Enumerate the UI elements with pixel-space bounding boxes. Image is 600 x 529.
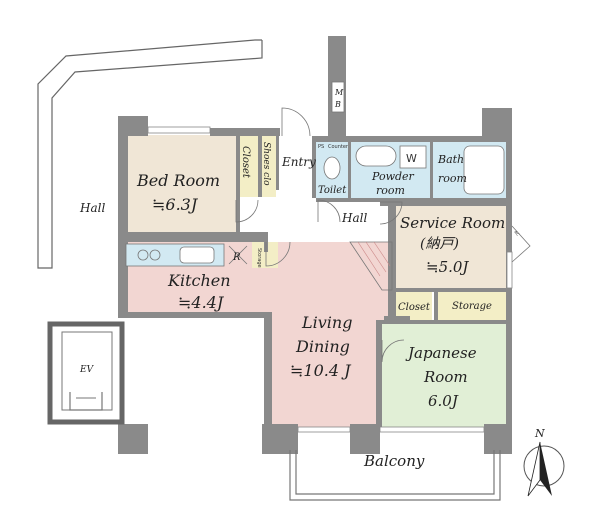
- bedroom-size-label: ≒6.3J: [152, 195, 199, 214]
- closet-small-floor: [396, 292, 432, 320]
- counter-label: Counter: [328, 144, 349, 150]
- washer-icon: [399, 145, 427, 169]
- hall-inner-label: Hall: [341, 211, 367, 225]
- powder-label-2: room: [376, 184, 405, 197]
- japanese-room-label-1: Japanese: [405, 344, 477, 362]
- stove-icon-2: [149, 249, 161, 261]
- service-room-label: Service Room: [400, 214, 505, 232]
- bath-label-1: Bath: [437, 153, 464, 166]
- washbasin-icon: [355, 145, 397, 167]
- sink-icon: [179, 246, 215, 264]
- closet-bed-label: Closet: [240, 146, 251, 179]
- japanese-room-label-2: Room: [423, 368, 468, 386]
- kitchen-label: Kitchen: [167, 271, 231, 290]
- service-room-size-label: ≒5.0J: [426, 258, 469, 276]
- walls: [118, 36, 512, 454]
- storage-label: Storage: [452, 301, 492, 312]
- living-label-1: Living: [301, 313, 352, 332]
- ev-shaft: [47, 321, 125, 425]
- storage-floor: [438, 290, 506, 320]
- japanese-room-size-label: 6.0J: [428, 392, 459, 410]
- windows: [147, 126, 513, 433]
- bathtub-icon: [463, 145, 505, 195]
- w-label: W: [406, 152, 417, 165]
- shoes-closet-label: Shoes clo: [261, 142, 271, 186]
- balcony-label: Balcony: [363, 452, 425, 470]
- fixtures: [125, 145, 505, 291]
- door-swings: [235, 107, 531, 363]
- hall-outer-label: Hall: [79, 201, 105, 215]
- r-label: R: [232, 252, 241, 263]
- stair-hatch: [349, 241, 393, 291]
- kitchen-size-label: ≒4.4J: [178, 293, 225, 312]
- north-compass: [523, 441, 565, 497]
- bedroom-floor: [124, 135, 236, 233]
- entry-floor: [278, 135, 316, 185]
- closet-bed-floor: [236, 135, 258, 197]
- bedroom-label: Bed Room: [136, 171, 220, 190]
- storage-small-label: Storage: [256, 248, 262, 268]
- mb-shaft: [331, 81, 345, 113]
- shoes-closet-floor: [262, 135, 276, 197]
- bath-label-2: room: [438, 172, 467, 185]
- closet-small-label: Closet: [398, 302, 431, 313]
- toilet-icon: [323, 156, 341, 180]
- living-hatch: [357, 241, 391, 277]
- mb-label-1: M: [334, 88, 344, 97]
- service-room-label-2: (納戸): [420, 236, 459, 252]
- ac-label: AC: [513, 229, 520, 237]
- ev-label: EV: [79, 365, 95, 375]
- outer-hall-corridor: [37, 39, 263, 269]
- balcony-outline: [289, 450, 501, 501]
- ps-label: PS: [318, 144, 324, 150]
- toilet-label: Toilet: [318, 185, 347, 196]
- powder-label-1: Powder: [371, 170, 415, 183]
- living-size-label: ≒10.4 J: [290, 361, 352, 380]
- stove-icon: [137, 249, 149, 261]
- living-label-2: Dining: [295, 337, 350, 356]
- entry-label: Entry: [281, 155, 316, 169]
- mb-label-2: B: [334, 100, 341, 109]
- room-labels: Hall Bed Room ≒6.3J Closet Shoes clo Ent…: [79, 88, 545, 470]
- japanese-room-floor: [380, 322, 508, 428]
- service-room-floor: [394, 205, 506, 290]
- north-label: N: [534, 427, 545, 440]
- living-floor: [122, 242, 392, 428]
